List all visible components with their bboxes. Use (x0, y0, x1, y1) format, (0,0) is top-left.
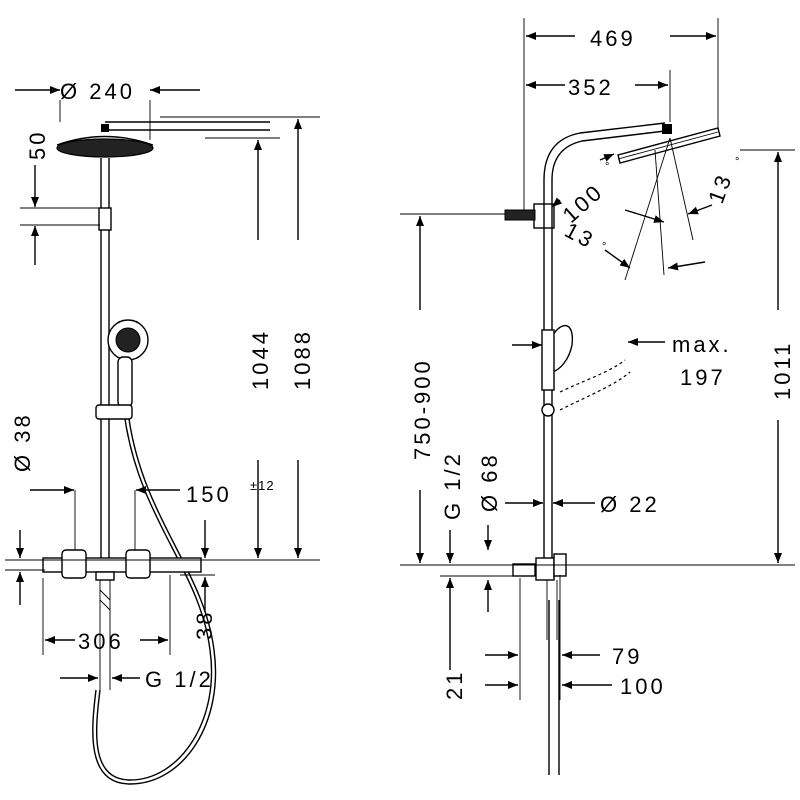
side-hose (548, 600, 560, 775)
front-mixer-handle-right (125, 549, 151, 579)
front-head-height-label: 50 (25, 130, 50, 160)
side-mixer-valve (535, 557, 555, 581)
side-angle-13-lower-degree: ° (602, 241, 606, 253)
front-height-1044-label: 1044 (248, 329, 273, 390)
front-pipe-38-label: Ø 38 (10, 412, 35, 472)
front-height-1088-label: 1088 (290, 329, 315, 390)
side-connection-label: G 1/2 (440, 451, 465, 520)
side-install-height-label: 750-900 (410, 358, 435, 460)
side-depth-352-label: 352 (568, 75, 614, 100)
side-angle-100-label: 100 (558, 179, 609, 228)
front-riser-joint (98, 207, 112, 231)
side-angle-13-right-degree: ° (735, 156, 739, 168)
front-mixer-outlet (95, 571, 115, 581)
side-max-label: max. (672, 332, 732, 357)
side-angle-13-right-label: 13 (703, 170, 737, 207)
side-wall-plug (504, 209, 536, 221)
front-slider (95, 404, 133, 420)
side-dim-21-label: 21 (442, 670, 467, 700)
front-hose (95, 418, 213, 781)
front-head-joint (101, 124, 109, 132)
front-mixer-height-label: 38 (192, 610, 217, 640)
side-wall-68-label: Ø 68 (477, 452, 502, 512)
front-shower-head (56, 138, 154, 158)
side-dim-100-label: 100 (620, 674, 666, 699)
side-pipe-22-label: Ø 22 (600, 492, 660, 517)
front-view: Ø 240 50 1044 1088 Ø 38 150 ±12 306 38 G… (5, 79, 320, 785)
side-angle-100-degree: ° (605, 161, 609, 173)
side-hand-shower (549, 324, 574, 373)
side-shower-arm (543, 122, 666, 181)
side-slider (541, 403, 555, 417)
front-head-diameter-label: Ø 240 (60, 79, 135, 104)
front-spacing-tolerance: ±12 (250, 478, 275, 493)
side-mixer-body (512, 563, 536, 577)
side-max-197-label: 197 (680, 365, 726, 390)
side-width-469-label: 469 (590, 26, 636, 51)
side-swing-path (559, 359, 626, 393)
side-height-1011-label: 1011 (770, 341, 795, 400)
front-width-label: 306 (78, 629, 124, 654)
side-dim-79-label: 79 (612, 644, 642, 669)
front-spacing-label: 150 (186, 482, 232, 507)
side-view: 469 352 100 ° 13 ° 13 ° max. 197 750-900… (400, 18, 795, 775)
side-angle-13-lower-label: 13 (561, 217, 600, 253)
front-connection-label: G 1/2 (145, 667, 214, 692)
front-mixer-handle-left (61, 549, 87, 579)
